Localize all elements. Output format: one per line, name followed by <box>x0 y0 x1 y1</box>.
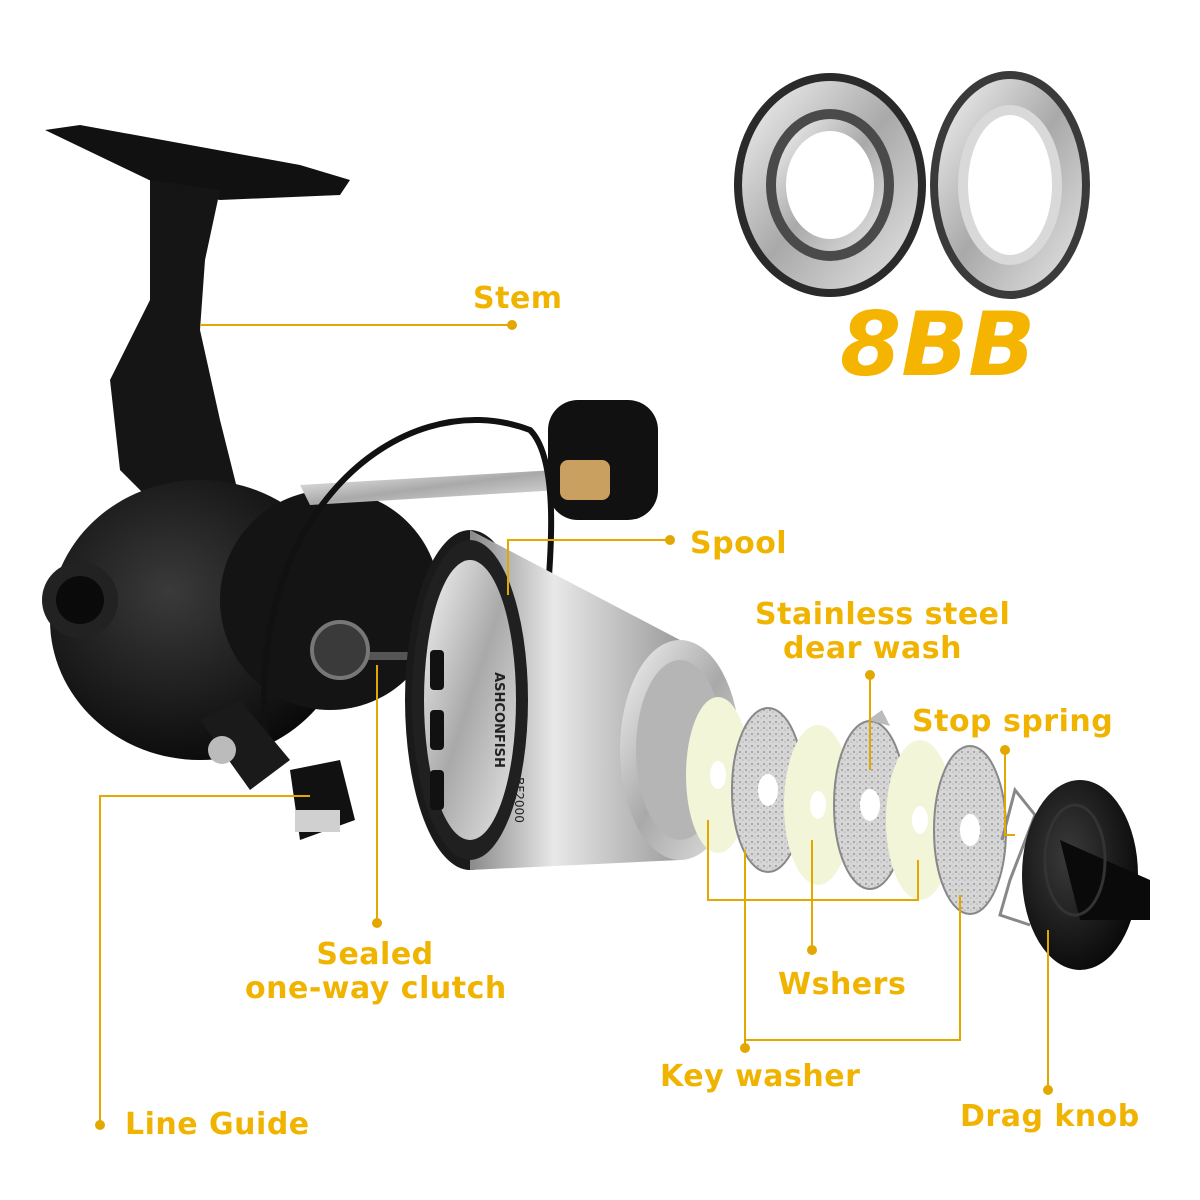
drag-knob <box>1022 780 1150 970</box>
ball-bearing-count: 8BB <box>840 293 1036 396</box>
label-washers: Wshers <box>778 967 907 1002</box>
stop-spring <box>998 786 1037 927</box>
label-stem: Stem <box>473 281 563 316</box>
leader-lines <box>99 324 1049 1125</box>
washer-felt-2 <box>784 725 852 885</box>
spool-model-text: BF2000 <box>512 777 526 823</box>
spool-brand-text: ASHCONFISH <box>491 672 506 768</box>
leader-dots <box>95 320 1053 1130</box>
label-sealed-clutch: Sealed one-way clutch <box>245 937 507 1006</box>
label-drag-knob: Drag knob <box>960 1099 1140 1134</box>
label-stainless-steel: Stainless steel dear wash <box>755 597 1011 666</box>
bearing-left <box>734 73 926 297</box>
label-sealed-clutch-line2: one-way clutch <box>245 971 507 1006</box>
label-stainless-steel-line1: Stainless steel <box>755 597 1011 632</box>
label-sealed-clutch-line1: Sealed <box>316 937 434 972</box>
label-stop-spring: Stop spring <box>912 704 1114 739</box>
label-key-washer: Key washer <box>660 1059 861 1094</box>
label-line-guide: Line Guide <box>125 1107 310 1142</box>
key-washer-2 <box>933 745 1007 915</box>
label-stainless-steel-line2: dear wash <box>783 631 962 666</box>
spool: ASHCONFISH BF2000 <box>405 530 740 870</box>
bearing-right <box>930 71 1090 299</box>
reel-body <box>42 125 658 840</box>
label-spool: Spool <box>690 526 788 561</box>
